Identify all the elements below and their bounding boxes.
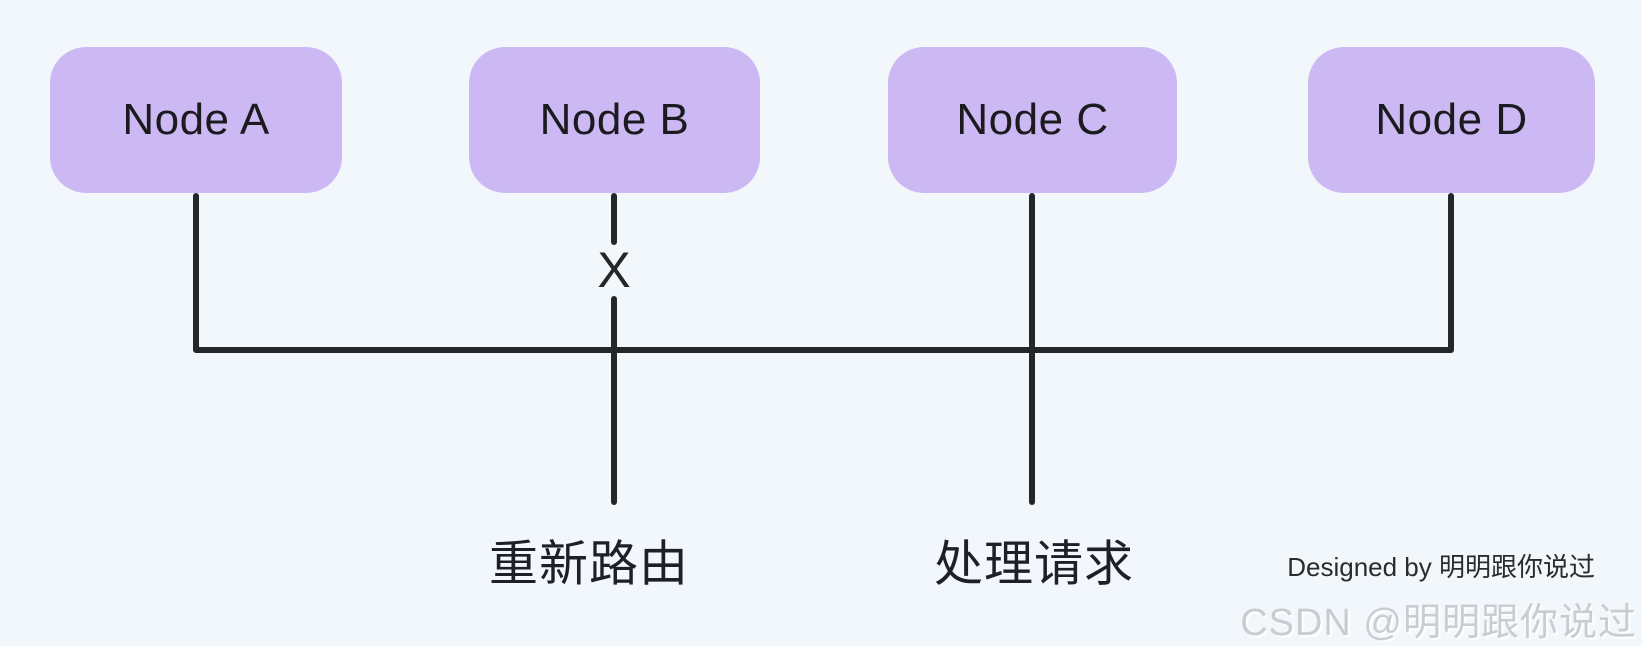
broken-link-x-marker: X [597,242,631,298]
node-d-label: Node D [1375,95,1528,144]
annotation-handle-request: 处理请求 [933,537,1135,592]
designed-by-watermark: Designed by 明明跟你说过 [1287,552,1595,582]
node-d: Node D [1308,47,1595,193]
node-b: Node B [469,47,760,193]
annotation-reroute: 重新路由 [488,537,690,592]
node-c-label: Node C [956,95,1109,144]
node-a: Node A [50,47,342,193]
bus-line-node-a-to-node-d [193,193,1454,353]
node-a-label: Node A [122,95,270,144]
node-b-label: Node B [539,95,690,144]
csdn-watermark: CSDN @明明跟你说过 [1240,602,1637,644]
node-c: Node C [888,47,1177,193]
